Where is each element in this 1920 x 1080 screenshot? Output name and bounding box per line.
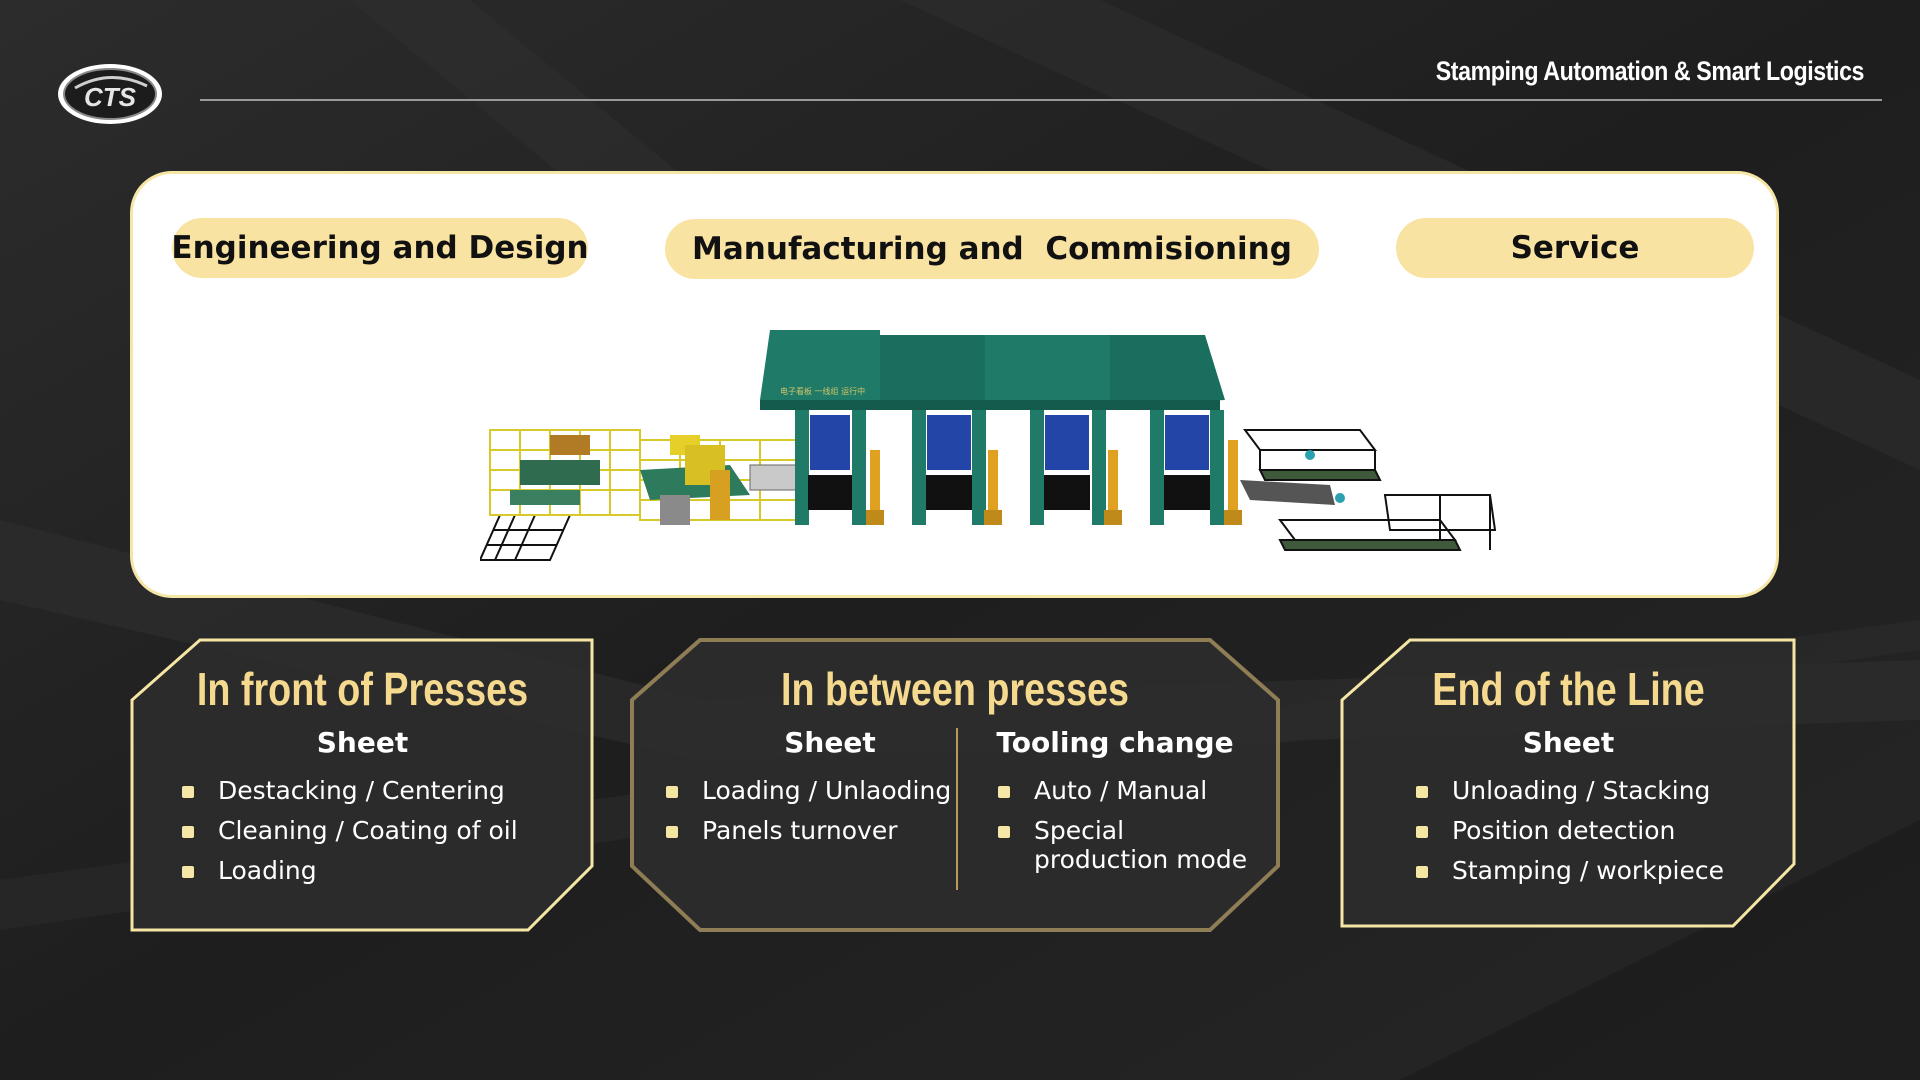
column-divider bbox=[956, 728, 958, 890]
list-item: Unloading / Stacking bbox=[1416, 776, 1724, 805]
column-heading: Sheet bbox=[784, 726, 876, 759]
bullet-icon bbox=[1416, 826, 1428, 838]
phase-label: Engineering and Design bbox=[171, 230, 589, 266]
card-title: In front of Presses bbox=[196, 663, 529, 715]
list-item: Loading bbox=[182, 856, 518, 885]
bullet-icon bbox=[182, 826, 194, 838]
card-frame bbox=[130, 638, 594, 932]
card-title: End of the Line bbox=[1432, 663, 1705, 715]
list-item: Panels turnover bbox=[666, 816, 951, 845]
logo-text: CTS bbox=[84, 82, 137, 112]
column-heading: Sheet bbox=[1522, 726, 1615, 759]
bullet-icon bbox=[998, 826, 1010, 838]
bullet-icon bbox=[182, 786, 194, 798]
column-heading: Sheet bbox=[316, 726, 409, 759]
bullet-icon bbox=[666, 786, 678, 798]
bullet-icon bbox=[1416, 866, 1428, 878]
list-item: Auto / Manual bbox=[998, 776, 1247, 805]
bullet-icon bbox=[998, 786, 1010, 798]
machine-sign: 电子看板 一线组 运行中 bbox=[780, 386, 865, 396]
bullet-icon bbox=[1416, 786, 1428, 798]
card-title: In between presses bbox=[780, 663, 1130, 715]
phase-service: Service bbox=[1396, 218, 1754, 278]
card-frame bbox=[1340, 638, 1796, 928]
list-item: Cleaning / Coating of oil bbox=[182, 816, 518, 845]
phase-engineering-and-design: Engineering and Design bbox=[171, 218, 589, 278]
list-item: Position detection bbox=[1416, 816, 1724, 845]
cts-logo: CTS bbox=[58, 64, 162, 124]
destacking-station bbox=[480, 514, 572, 561]
card-in-front-of-presses: In front of Presses Sheet Destacking / C… bbox=[130, 638, 595, 932]
column-heading: Tooling change bbox=[996, 726, 1234, 759]
list-item: Destacking / Centering bbox=[182, 776, 518, 805]
end-of-line-conveyors bbox=[1243, 429, 1497, 551]
stamping-line-illustration: 电子看板 一线组 运行中 bbox=[480, 330, 1497, 561]
list-item: Special production mode bbox=[998, 816, 1247, 874]
press-line: 电子看板 一线组 运行中 bbox=[710, 330, 1242, 525]
card-in-between-presses: In between presses Sheet Tooling change … bbox=[630, 638, 1280, 932]
list-item: Loading / Unlaoding bbox=[666, 776, 951, 805]
bullet-icon bbox=[182, 866, 194, 878]
card-end-of-the-line: End of the Line Sheet Unloading / Stacki… bbox=[1340, 638, 1797, 928]
phase-label: Service bbox=[1510, 230, 1640, 266]
list-item: Stamping / workpiece bbox=[1416, 856, 1724, 885]
title-underline bbox=[200, 99, 1882, 101]
phase-manufacturing-and-commissioning: Manufacturing and Commisioning bbox=[665, 219, 1319, 279]
phase-label: Manufacturing and Commisioning bbox=[692, 231, 1292, 267]
bullet-icon bbox=[666, 826, 678, 838]
item-list: Destacking / Centering Cleaning / Coatin… bbox=[182, 776, 518, 896]
card-frame bbox=[630, 638, 1280, 932]
page-title: Stamping Automation & Smart Logistics bbox=[1435, 56, 1865, 86]
item-list: Unloading / Stacking Position detection … bbox=[1416, 776, 1724, 896]
item-list: Loading / Unlaoding Panels turnover bbox=[666, 776, 951, 856]
item-list: Auto / Manual Special production mode bbox=[998, 776, 1247, 885]
